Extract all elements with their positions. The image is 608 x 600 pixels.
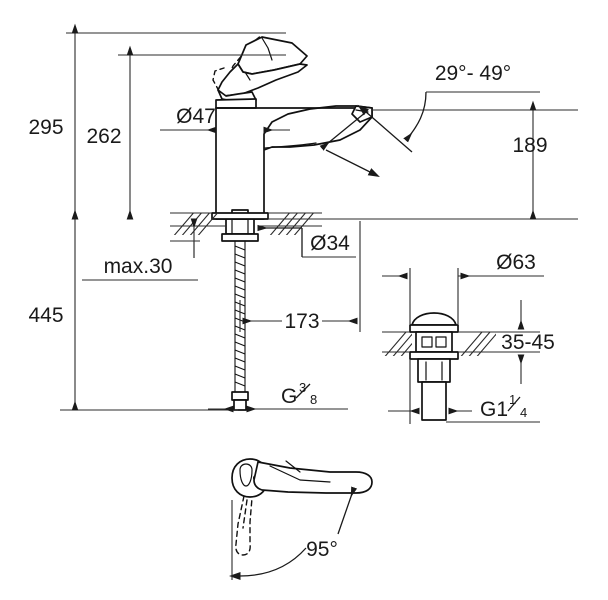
cartridge-cap	[215, 98, 257, 109]
supply-hose	[231, 241, 249, 411]
dim-label-shank-diameter: Ø34	[310, 232, 350, 255]
dim-waste-thread: G1 1 4	[388, 359, 540, 424]
drain-slot-left	[421, 336, 433, 348]
top-view-spout-crease	[269, 465, 331, 483]
hose-braid-texture	[234, 245, 246, 387]
dim-basin-thickness: 35-45	[458, 300, 555, 384]
dim-body-height: 262	[86, 45, 286, 220]
elevation-dimensions: 295 262 Ø47 189 29°- 49°	[28, 23, 578, 413]
dim-projection: 173	[239, 221, 361, 333]
drain-tailpiece	[421, 381, 447, 421]
spout-underside	[263, 142, 317, 149]
dim-swivel-angle: 95°	[228, 486, 358, 580]
dim-label-supply-thread-main: G	[281, 385, 297, 408]
dim-total-height: 295	[28, 23, 286, 220]
drain-shank	[417, 358, 451, 383]
dim-label-flange-diameter: Ø63	[496, 251, 536, 274]
faucet-elevation-geometry	[170, 34, 373, 411]
dim-shank-diameter: Ø34	[257, 224, 356, 258]
dim-flange-diameter: Ø63	[382, 251, 544, 324]
drain-slot-right	[435, 336, 447, 348]
top-view-lever-slot	[239, 463, 253, 487]
drain-push-button-cap	[411, 312, 457, 326]
top-view-spout	[253, 461, 373, 494]
dim-label-waste-thread-denominator: 4	[520, 405, 527, 420]
dim-below-counter-length: 445	[28, 209, 238, 411]
dim-supply-thread: G 3 8	[208, 380, 348, 413]
dim-lever-angle: 29°- 49°	[357, 62, 540, 153]
dim-label-swivel-angle: 95°	[306, 538, 338, 561]
dim-label-projection: 173	[284, 310, 319, 333]
body-leader-arrows	[319, 111, 380, 177]
drain-flange	[409, 324, 459, 333]
dim-label-outlet-height: 189	[512, 134, 547, 157]
dim-label-total-height: 295	[28, 116, 63, 139]
mounting-hardware	[211, 209, 269, 242]
drain-lock-nut	[409, 351, 459, 360]
dim-label-waste-thread-numerator: 1	[509, 392, 516, 407]
dim-label-waste-thread-main: G1	[480, 398, 508, 421]
dim-label-supply-thread-denominator: 8	[310, 392, 317, 407]
top-view-spout-detail	[285, 460, 301, 473]
top-view-geometry	[231, 458, 373, 556]
drain-detail-dimensions: Ø63 35-45 G1 1 4	[382, 251, 555, 424]
top-view-spout-rotated-ghost	[235, 495, 253, 556]
dim-body-diameter: Ø47	[160, 105, 290, 134]
dim-label-lever-angle: 29°- 49°	[435, 62, 511, 85]
dim-outlet-height: 189	[268, 100, 578, 220]
dim-label-body-height: 262	[86, 125, 121, 148]
dim-label-body-diameter: Ø47	[176, 105, 216, 128]
dim-counter-thickness: max.30	[82, 218, 200, 281]
counter-section-hatching	[170, 212, 322, 235]
dim-label-basin-thickness: 35-45	[501, 331, 555, 354]
dim-label-counter-thickness: max.30	[104, 255, 173, 278]
dim-label-below-counter-length: 445	[28, 304, 63, 327]
dim-label-supply-thread-numerator: 3	[299, 380, 306, 395]
